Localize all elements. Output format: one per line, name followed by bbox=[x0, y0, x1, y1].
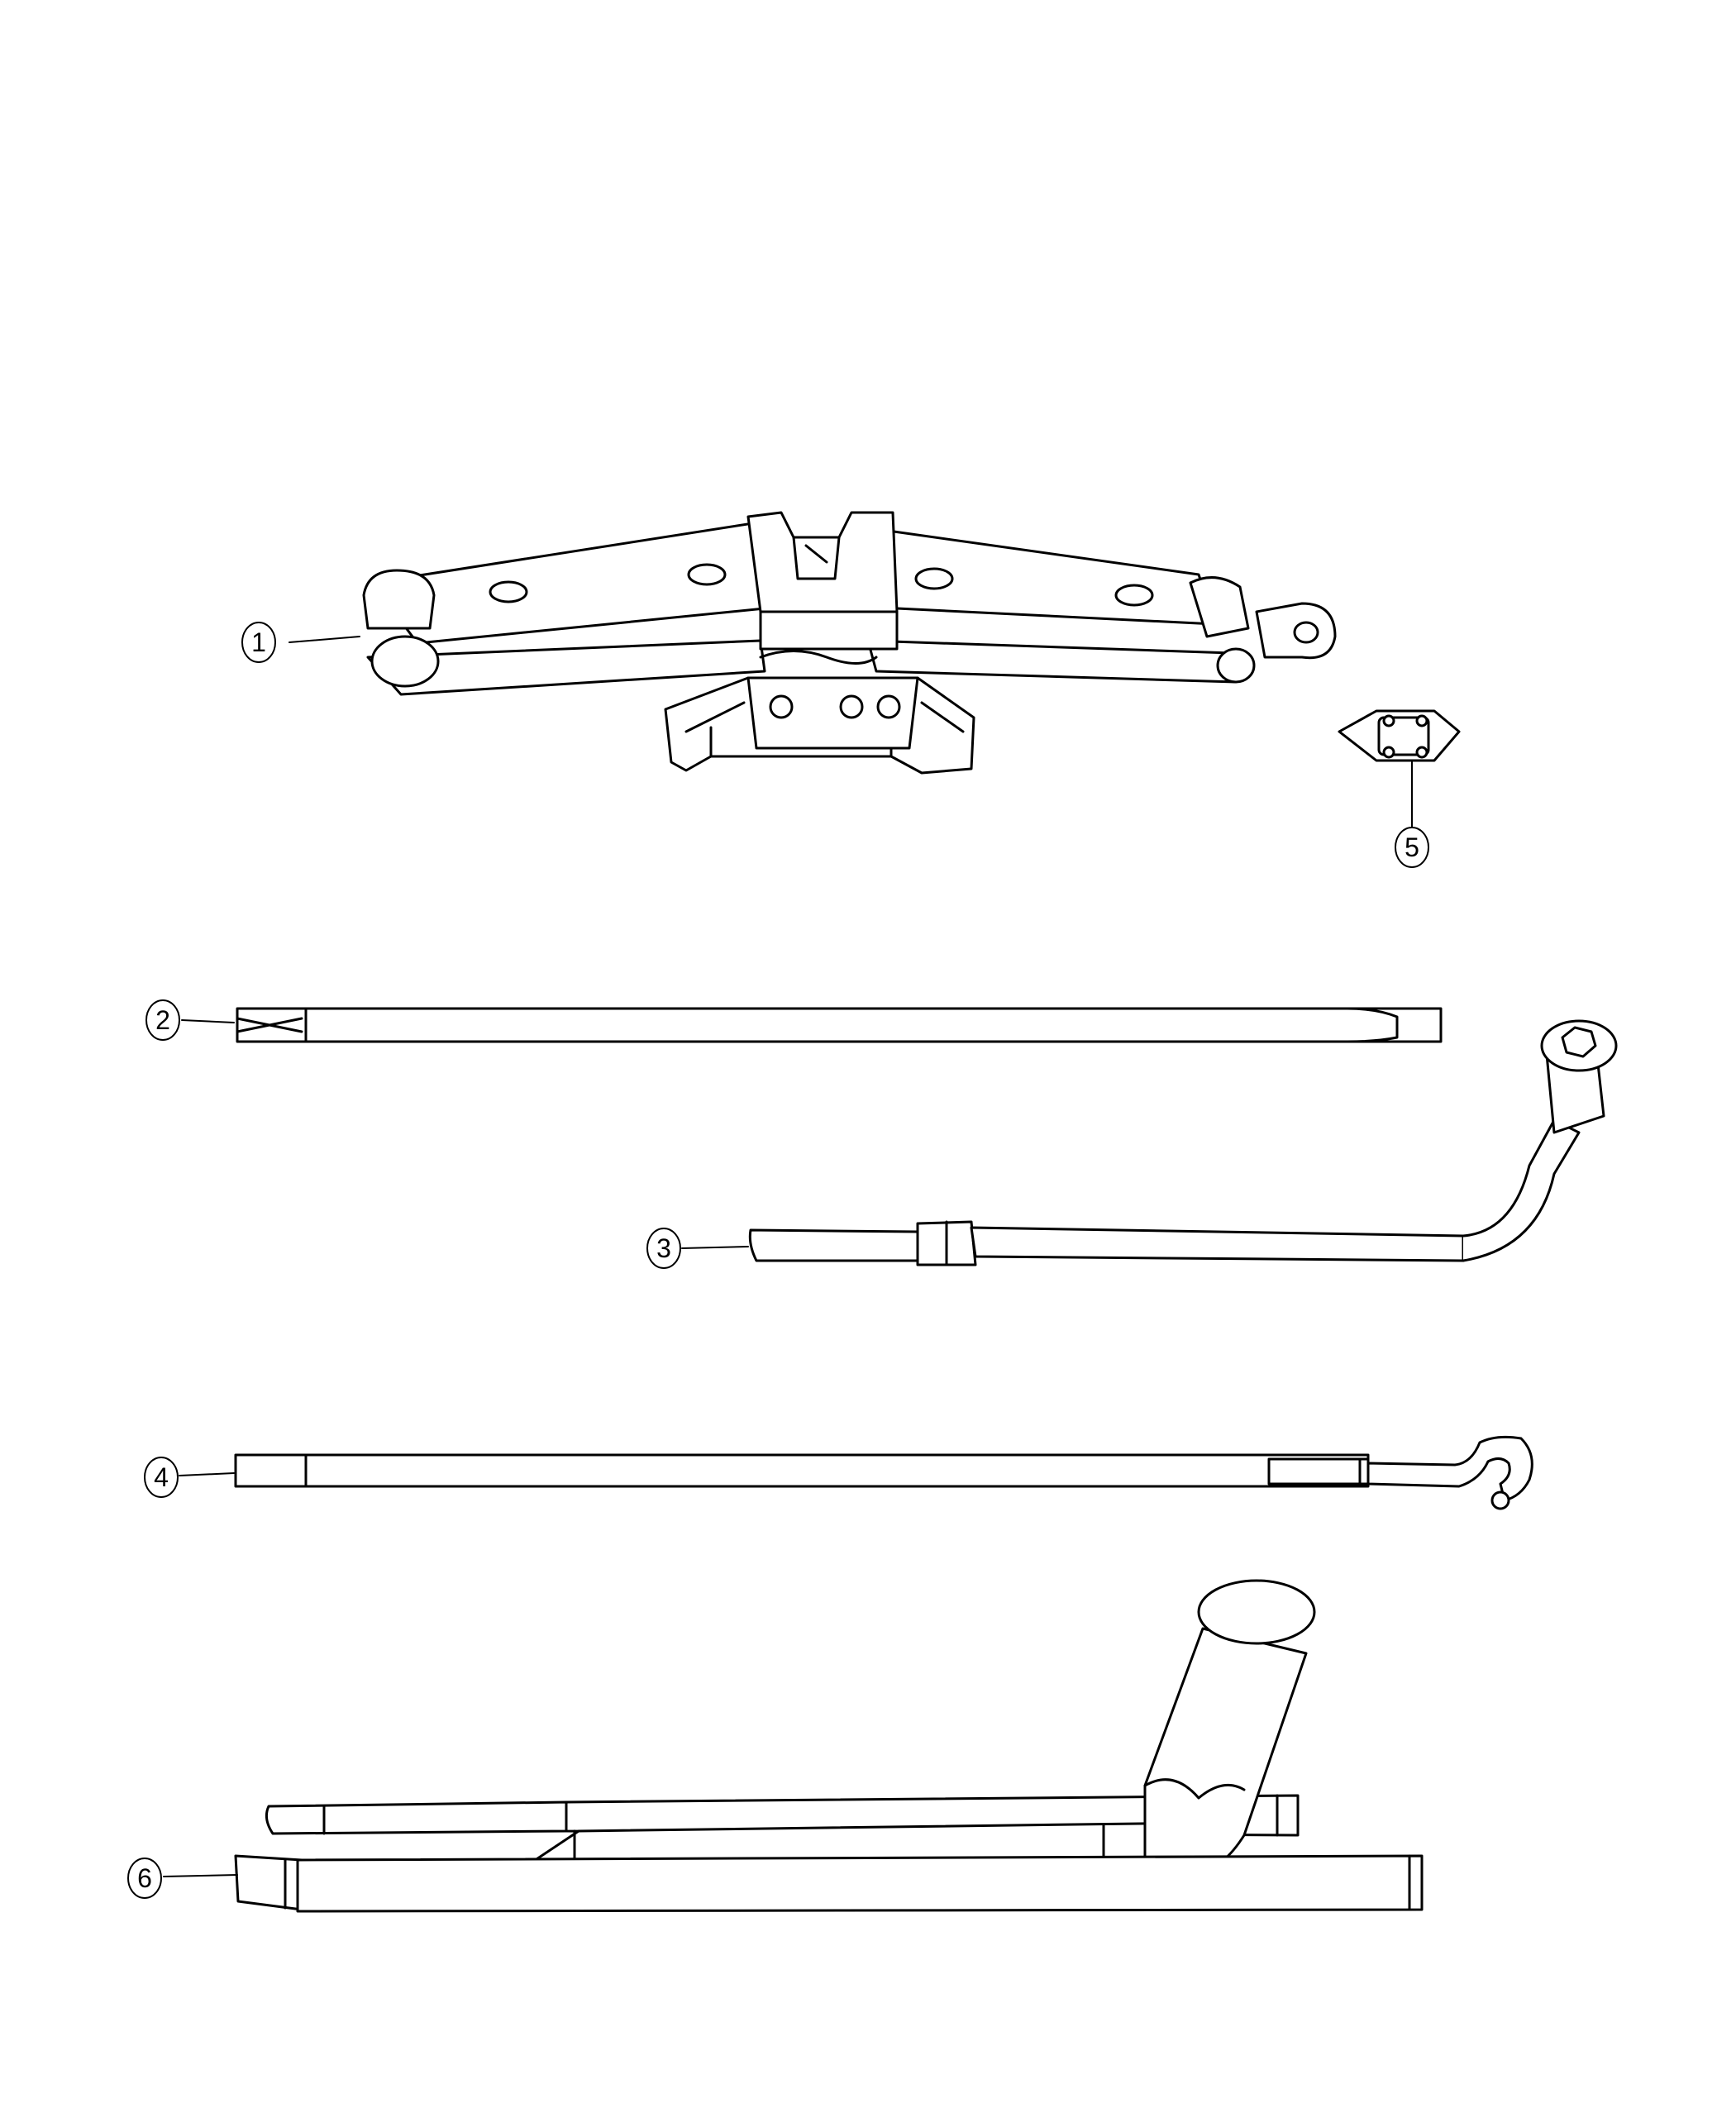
jack-lower-block bbox=[748, 678, 918, 748]
lug-wrench bbox=[750, 1021, 1616, 1265]
wrench-handle-set bbox=[236, 1581, 1422, 1911]
callout-4: 4 bbox=[144, 1457, 235, 1498]
jack-top-saddle bbox=[748, 513, 897, 612]
callout-label-4: 4 bbox=[154, 1462, 169, 1492]
callout-label-3: 3 bbox=[656, 1233, 671, 1263]
callout-1: 1 bbox=[241, 622, 360, 663]
callout-2: 2 bbox=[145, 999, 235, 1041]
callout-label-2: 2 bbox=[155, 1005, 170, 1035]
callout-label-6: 6 bbox=[137, 1863, 152, 1893]
jack-left-pivot bbox=[364, 570, 434, 628]
scissor-jack bbox=[364, 513, 1335, 773]
jack-right-pivot bbox=[1190, 578, 1248, 637]
callout-6: 6 bbox=[127, 1858, 238, 1899]
callout-5: 5 bbox=[1395, 760, 1429, 868]
jack-adapter-bracket bbox=[1339, 711, 1459, 761]
callout-label-5: 5 bbox=[1405, 832, 1419, 862]
jack-handle bbox=[236, 1437, 1532, 1509]
callout-3: 3 bbox=[646, 1228, 749, 1269]
jack-lower-arm-right bbox=[868, 641, 1236, 682]
callout-label-1: 1 bbox=[251, 627, 266, 657]
extension-bar bbox=[237, 1009, 1441, 1042]
